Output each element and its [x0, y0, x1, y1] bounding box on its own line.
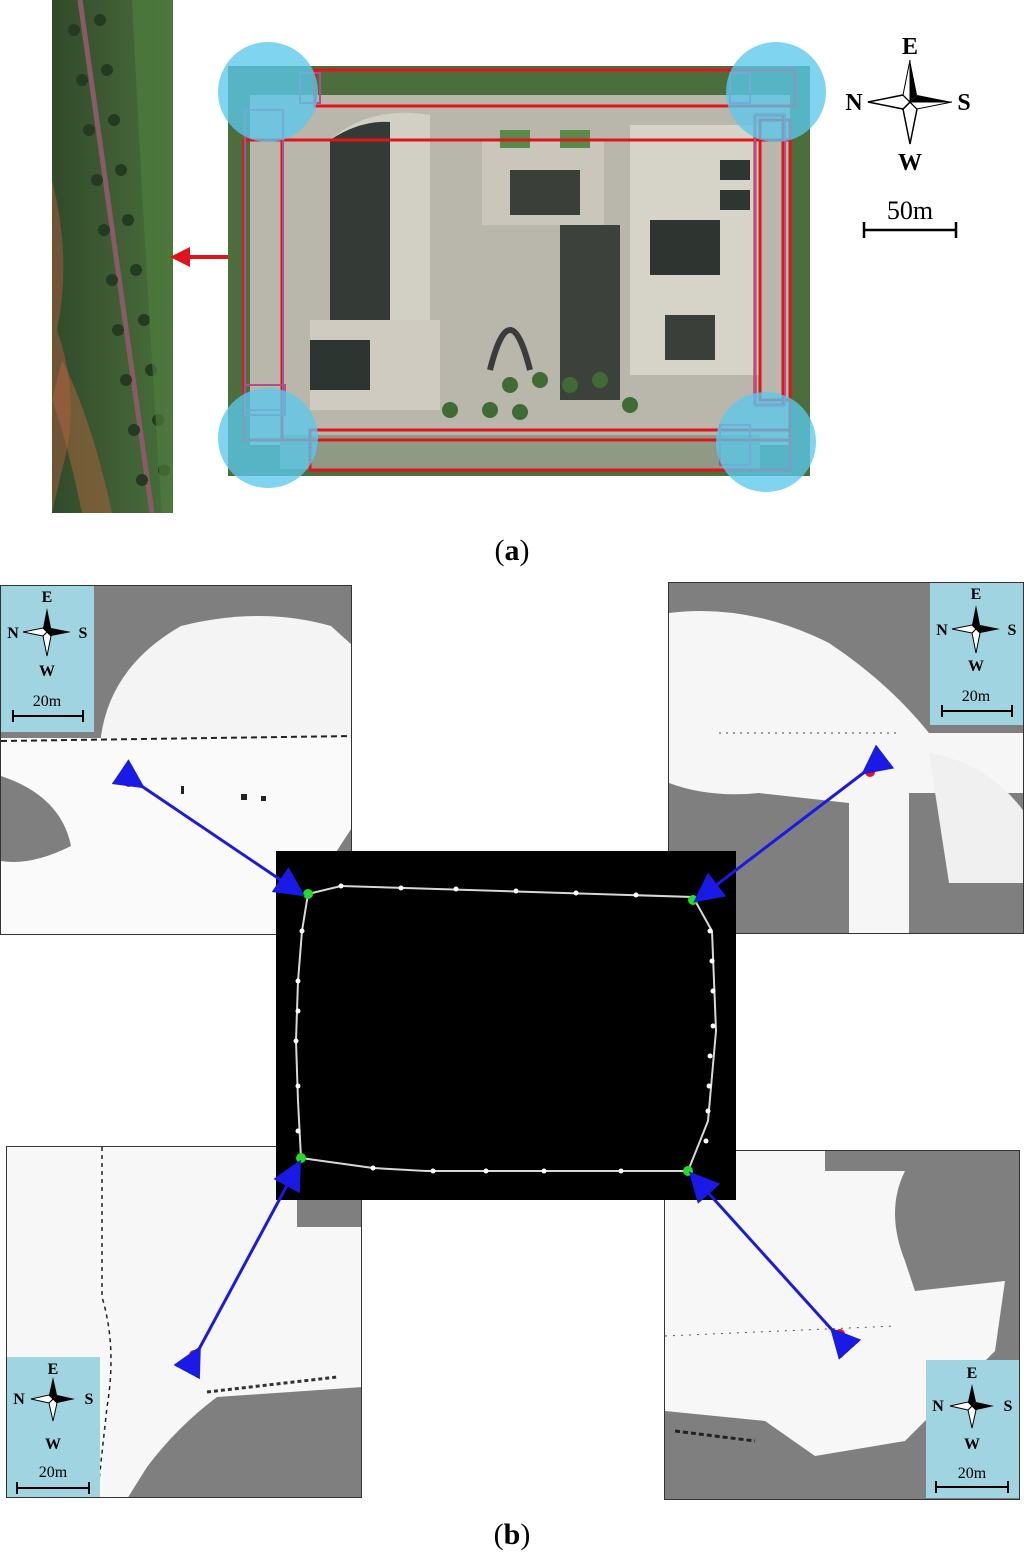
corner-highlight-top-left [218, 42, 318, 142]
inset-legend-bottom-left: E N S W 20m [7, 1357, 100, 1497]
inset-tr-compass-bottom: W [968, 658, 984, 675]
inset-tr-compass-top: E [971, 586, 982, 603]
inset-bl-scale-label: 20m [39, 1464, 68, 1481]
compass-label-top: E [902, 34, 918, 60]
scale-label: 50m [887, 196, 933, 225]
inset-br-scale-label: 20m [958, 1465, 987, 1482]
satellite-map [220, 40, 820, 500]
compass-label-right: S [957, 90, 970, 116]
panel-a-caption: (a) [494, 534, 530, 567]
inset-legend-top-left: E N S W 20m [1, 586, 94, 732]
panel-b-caption: (b) [493, 1518, 531, 1551]
scale-bar: 50m [858, 192, 962, 242]
inset-bl-compass-right: S [85, 1391, 94, 1408]
compass-rose: E N S W [840, 30, 980, 180]
inset-tr-compass-left: N [936, 622, 948, 639]
inset-br-compass-left: N [932, 1398, 944, 1415]
loop-node-bottom-right [683, 1166, 693, 1176]
inset-tl-compass-top: E [42, 589, 53, 606]
corner-highlight-bottom-left [218, 388, 318, 488]
inset-tl-compass-left: N [7, 625, 19, 642]
inset-br-compass-right: S [1004, 1398, 1013, 1415]
loop-node-bottom-left [296, 1153, 306, 1163]
compass-label-bottom: W [898, 150, 922, 176]
inset-bl-compass-bottom: W [45, 1436, 61, 1453]
zoomed-strip-image [52, 0, 173, 514]
inset-tl-compass-right: S [79, 625, 88, 642]
position-marker-top-left [124, 777, 134, 787]
inset-legend-top-right: E N S W 20m [930, 583, 1023, 725]
position-marker-bottom-left [189, 1350, 199, 1360]
compass-label-left: N [845, 90, 863, 116]
inset-bl-compass-top: E [48, 1361, 59, 1378]
corner-highlight-bottom-right [716, 392, 816, 492]
inset-tr-compass-right: S [1008, 622, 1017, 639]
loop-node-top-left [303, 889, 313, 899]
position-marker-bottom-right [835, 1329, 845, 1339]
inset-legend-bottom-right: E N S W 20m [926, 1360, 1019, 1498]
loop-node-top-right [688, 895, 698, 905]
inset-tl-compass-bottom: W [39, 663, 55, 680]
inset-bl-compass-left: N [13, 1391, 25, 1408]
trajectory-graph [276, 851, 736, 1200]
inset-tl-scale-label: 20m [33, 693, 62, 710]
inset-tr-scale-label: 20m [962, 688, 991, 705]
corner-highlight-top-right [726, 42, 826, 142]
inset-br-compass-top: E [967, 1365, 978, 1382]
inset-br-compass-bottom: W [964, 1436, 980, 1453]
position-marker-top-right [865, 767, 875, 777]
